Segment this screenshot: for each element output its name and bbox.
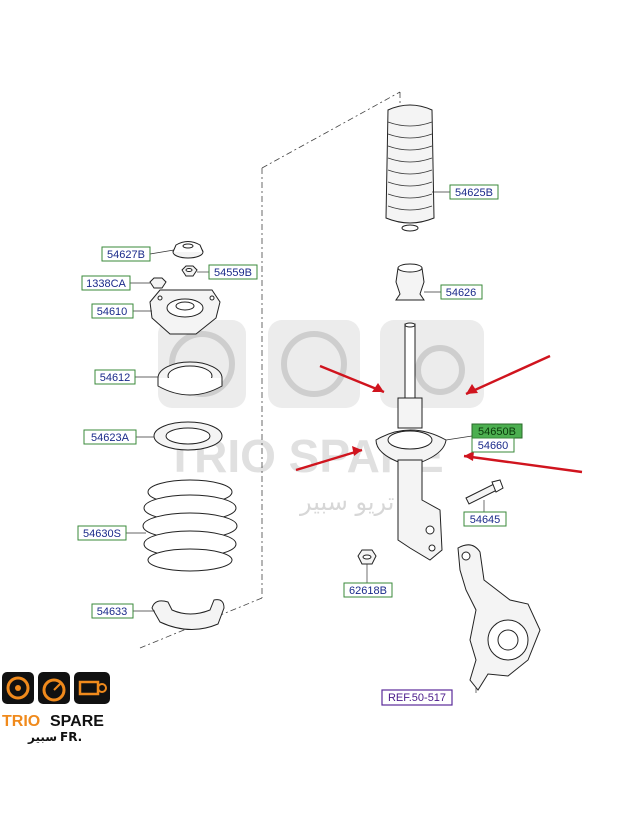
part-54626-bump-stop xyxy=(395,263,425,301)
svg-text:54650B: 54650B xyxy=(478,426,516,438)
part-62618B-nut xyxy=(357,549,377,565)
svg-text:54610: 54610 xyxy=(97,306,128,318)
logo-arabic: سبير xyxy=(27,730,57,744)
svg-text:62618B: 62618B xyxy=(349,585,387,597)
part-54650B-strut-assembly xyxy=(375,322,447,561)
svg-text:54559B: 54559B xyxy=(214,267,252,279)
label-54610[interactable]: 54610 xyxy=(91,303,134,319)
part-steering-knuckle xyxy=(457,544,541,691)
svg-text:54660: 54660 xyxy=(478,440,509,452)
part-54625B-dust-boot xyxy=(385,104,435,232)
label-54625B[interactable]: 54625B xyxy=(449,184,499,200)
svg-text:54627B: 54627B xyxy=(107,249,145,261)
label-54612[interactable]: 54612 xyxy=(94,369,136,385)
red-arrows xyxy=(295,354,583,474)
label-ref-50-517[interactable]: REF.50-517 xyxy=(381,689,453,706)
part-1338CA-nut xyxy=(149,277,167,289)
logo-suffix: FR. xyxy=(60,730,82,744)
svg-text:1338CA: 1338CA xyxy=(86,278,126,290)
part-54645-bolt xyxy=(465,479,504,505)
label-54623A[interactable]: 54623A xyxy=(83,429,137,445)
part-54559B-nut xyxy=(181,265,198,277)
label-54633[interactable]: 54633 xyxy=(91,603,134,619)
leader-lines xyxy=(126,191,485,693)
svg-text:54633: 54633 xyxy=(97,606,128,618)
assembly-outline xyxy=(139,91,401,649)
label-54626[interactable]: 54626 xyxy=(440,284,483,300)
svg-text:54630S: 54630S xyxy=(83,528,121,540)
logo-engine-icon xyxy=(74,672,110,704)
watermark-arabic: تريو سبير xyxy=(299,488,394,516)
brand-logo: TRIO SPARE سبير FR. xyxy=(2,672,110,744)
label-54630S[interactable]: 54630S xyxy=(77,525,127,541)
logo-trio: TRIO xyxy=(2,713,40,730)
label-54660[interactable]: 54660 xyxy=(471,437,515,453)
part-54623A-seat xyxy=(153,421,223,451)
watermark-tile-engine-icon xyxy=(380,320,484,408)
part-54633-pad xyxy=(151,599,225,630)
svg-text:54623A: 54623A xyxy=(91,432,130,444)
svg-text:54626: 54626 xyxy=(446,287,477,299)
label-54650B[interactable]: 54650B xyxy=(471,423,523,439)
label-54627B[interactable]: 54627B xyxy=(101,246,151,262)
part-54630S-spring xyxy=(142,479,238,572)
svg-text:54612: 54612 xyxy=(100,372,131,384)
label-62618B[interactable]: 62618B xyxy=(343,582,393,598)
svg-text:54645: 54645 xyxy=(470,514,501,526)
part-54612-bearing xyxy=(157,361,223,396)
label-54559B[interactable]: 54559B xyxy=(208,264,258,280)
svg-text:54625B: 54625B xyxy=(455,187,493,199)
logo-spare: SPARE xyxy=(50,713,104,730)
part-54610-mount xyxy=(149,289,221,335)
label-54645[interactable]: 54645 xyxy=(463,511,507,527)
svg-text:REF.50-517: REF.50-517 xyxy=(388,692,446,704)
label-1338CA[interactable]: 1338CA xyxy=(81,275,131,291)
part-54627B-cap xyxy=(172,241,204,259)
